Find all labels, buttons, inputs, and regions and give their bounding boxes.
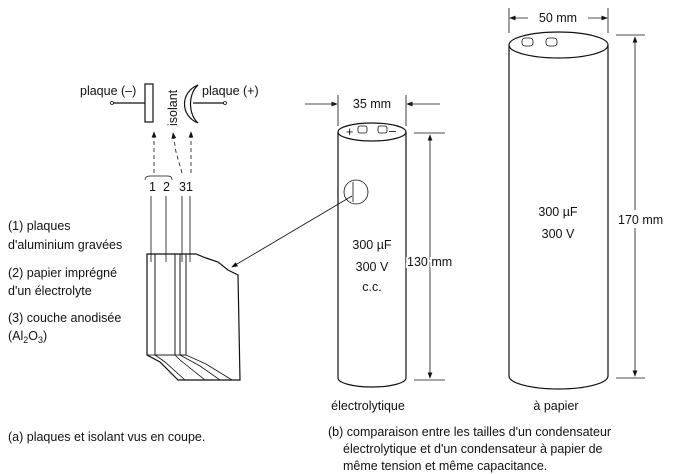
legend-3: (3) couche anodisée [8,311,121,325]
minus-sign: – [389,124,396,138]
terminal [357,125,368,134]
capacitance-label: 300 µF [352,238,392,252]
plate-positive-label: plaque (+) [202,84,259,98]
voltage-label: 300 V [542,227,575,241]
legend-1: (1) plaques [8,219,71,233]
layer-number-2: 2 [163,180,170,194]
insulator-label: isolant [166,89,180,126]
height-dimension: 130 mm [407,255,452,269]
terminal-dot [110,101,114,105]
legend-2b: d'un électrolyte [8,284,92,298]
brace [144,175,173,181]
dc-label: c.c. [362,280,381,294]
electrolytic-label: électrolytique [331,399,405,413]
height-dimension: 170 mm [618,213,663,227]
positive-plate [183,84,199,124]
caption-a: (a) plaques et isolant vus en coupe. [8,430,205,444]
terminal [377,125,388,134]
layer-number-1: 1 [149,180,156,194]
detail-circle [343,179,369,205]
legend-3b: (Al2O3) [8,329,47,345]
paper-label: à papier [533,399,578,413]
electrolytic-capacitor: + – 300 µF 300 V c.c. 35 mm 130 mm élect… [231,95,454,413]
width-dimension: 35 mm [353,97,391,111]
legend-1b: d'aluminium gravées [8,238,122,252]
cross-section [146,253,241,381]
terminal [545,37,558,47]
layer-legend: (1) plaques d'aluminium gravées (2) papi… [8,219,122,345]
capacitor-symbol: plaque (–) isolant plaque (+) 1 2 31 [80,83,259,262]
width-dimension: 50 mm [539,11,577,25]
plate-negative-label: plaque (–) [80,84,136,98]
voltage-label: 300 V [356,260,389,274]
dashed-arrow [171,132,183,174]
negative-plate [144,83,154,123]
legend-2: (2) papier imprégné [8,266,117,280]
caption-b-line: (b) comparaison entre les tailles d'un c… [328,425,611,439]
layer-number-31: 31 [179,180,193,194]
paper-capacitor: 300 µF 300 V 50 mm 170 mm à papier [508,8,665,413]
detail-arrow [231,195,353,268]
caption-b-line: même tension et même capacitance. [343,459,547,473]
terminal [521,37,534,47]
plus-sign: + [346,125,353,139]
terminal-dot [223,101,227,105]
caption-b-line: électrolytique et d'un condensateur à pa… [343,442,603,456]
capacitance-label: 300 µF [538,205,578,219]
